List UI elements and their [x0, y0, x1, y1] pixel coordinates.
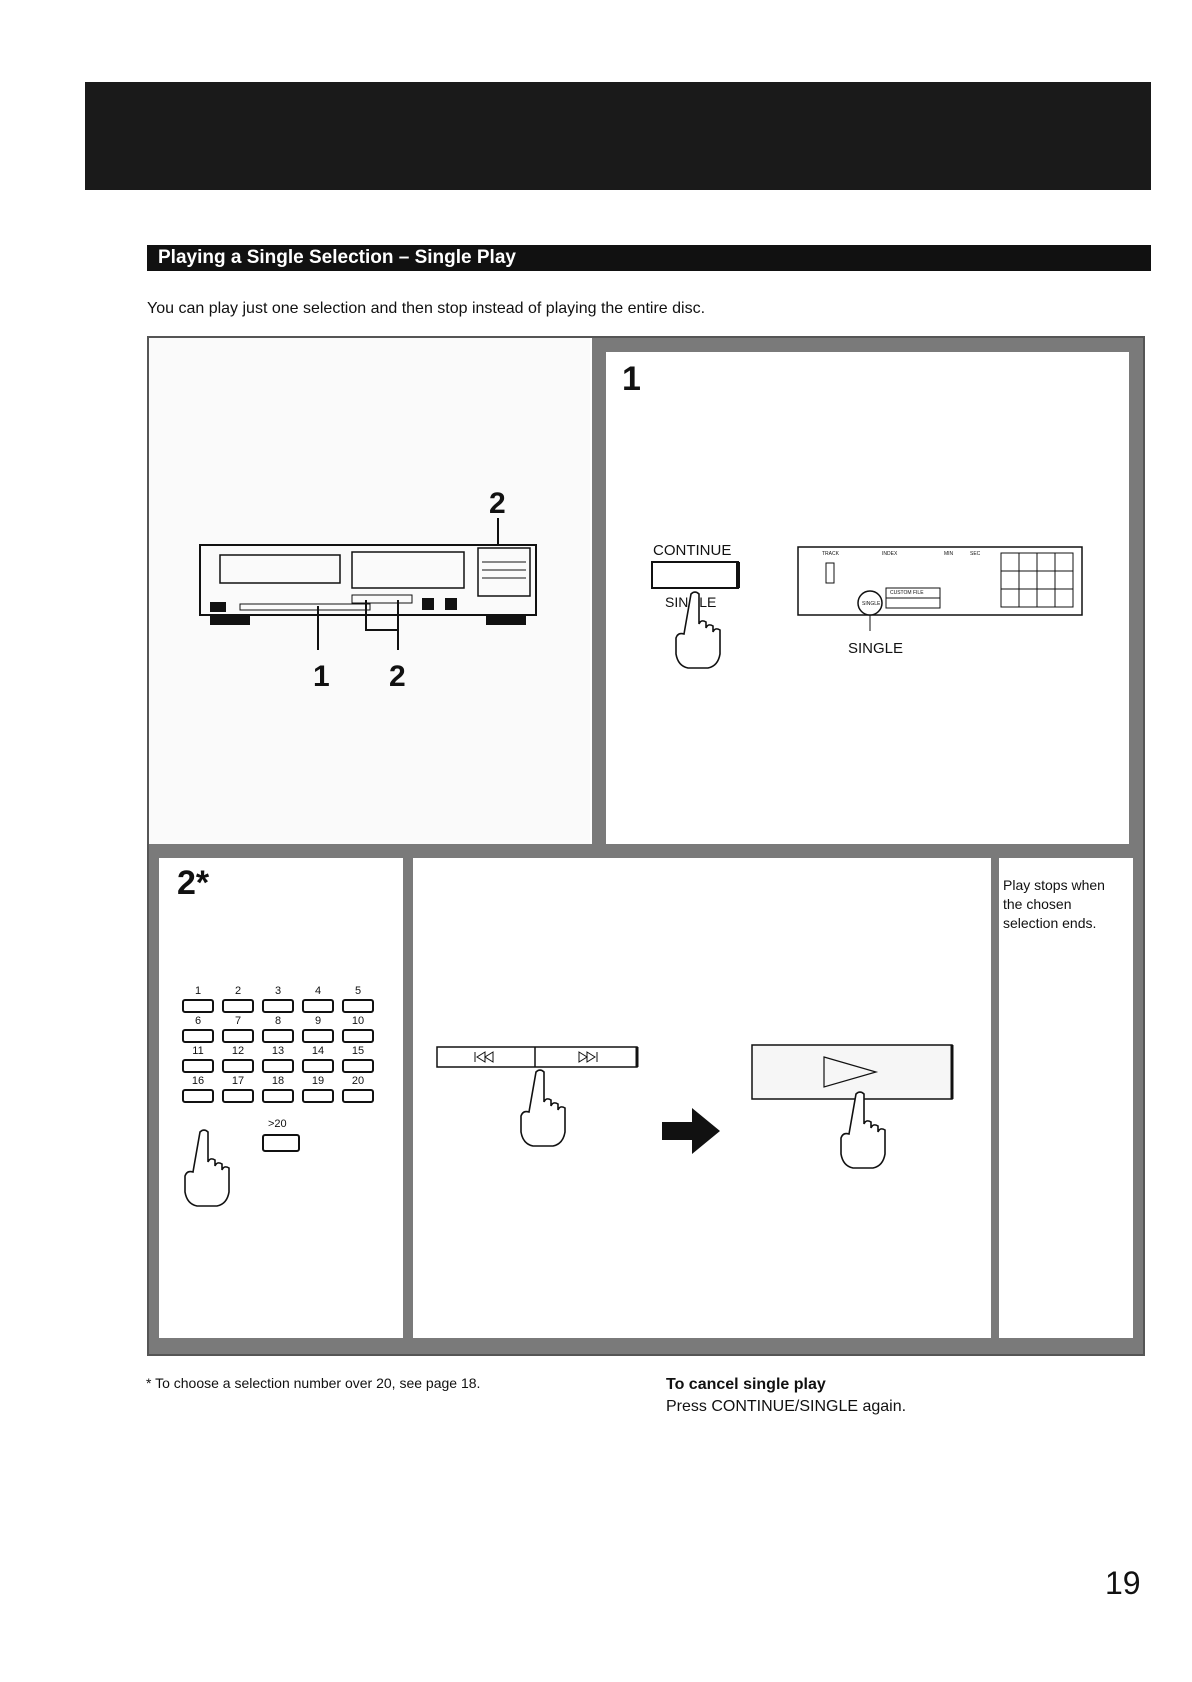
header-banner [85, 82, 1151, 190]
pointing-hand-icon [840, 1091, 886, 1169]
number-key [262, 1089, 294, 1103]
callout-2-bottom: 2 [389, 660, 406, 693]
key-label: 4 [314, 985, 322, 997]
number-key [262, 1029, 294, 1043]
number-key [182, 1059, 214, 1073]
number-key [302, 1029, 334, 1043]
pointing-hand-icon [675, 591, 721, 669]
number-key [182, 1029, 214, 1043]
skip-buttons [436, 1046, 639, 1068]
number-key [222, 1059, 254, 1073]
pointing-hand-icon [520, 1069, 566, 1147]
pointing-hand-icon [184, 1129, 230, 1207]
play-stops-note: Play stops when the chosen selection end… [1003, 877, 1105, 931]
over-20-key [262, 1134, 300, 1152]
number-key [302, 999, 334, 1013]
key-label: 12 [231, 1045, 245, 1057]
illustration-frame [147, 336, 1145, 1356]
number-key [262, 1059, 294, 1073]
number-key [222, 1029, 254, 1043]
intro-text: You can play just one selection and then… [147, 300, 706, 317]
display-label-sec: SEC [970, 551, 981, 557]
step2-panel [149, 844, 1143, 1354]
step2-number: 2* [177, 864, 210, 902]
key-label: 10 [351, 1015, 365, 1027]
number-key [302, 1089, 334, 1103]
over-20-label: >20 [268, 1118, 287, 1130]
display-label-track: TRACK [822, 551, 839, 557]
section-title: Playing a Single Selection – Single Play [158, 247, 516, 268]
continue-single-button [651, 561, 740, 589]
key-label: 5 [354, 985, 362, 997]
key-label: 19 [311, 1075, 325, 1087]
key-label: 14 [311, 1045, 325, 1057]
display-label-index: INDEX [882, 551, 898, 557]
key-label: 9 [314, 1015, 322, 1027]
continue-label: CONTINUE [653, 542, 732, 559]
key-label: 6 [194, 1015, 202, 1027]
cancel-heading: To cancel single play [666, 1376, 826, 1393]
key-label: 8 [274, 1015, 282, 1027]
key-label: 11 [192, 1045, 204, 1057]
key-label: 3 [274, 985, 282, 997]
callout-1: 1 [313, 660, 330, 693]
display-tag-single: SINGLE [862, 601, 881, 607]
key-label: 17 [231, 1075, 245, 1087]
cancel-text: Press CONTINUE/SINGLE again. [666, 1398, 907, 1415]
device-panel [149, 338, 590, 844]
key-label: 7 [234, 1015, 242, 1027]
number-key [342, 999, 374, 1013]
single-indicator-label: SINGLE [848, 640, 904, 657]
number-keypad: 1 2 3 4 5 6 7 8 9 10 11 12 13 14 15 16 1… [178, 985, 378, 1105]
footnote: * To choose a selection number over 20, … [146, 1375, 481, 1391]
display-label-min: MIN [944, 551, 954, 557]
key-label: 2 [234, 985, 242, 997]
number-key [342, 1059, 374, 1073]
key-label: 16 [191, 1075, 205, 1087]
play-button [751, 1044, 954, 1100]
number-key [182, 999, 214, 1013]
key-label: 18 [271, 1075, 285, 1087]
number-key [302, 1059, 334, 1073]
key-label: 15 [351, 1045, 365, 1057]
display-panel [797, 546, 1083, 631]
number-key [342, 1089, 374, 1103]
step1-number: 1 [622, 360, 641, 398]
number-key [342, 1029, 374, 1043]
key-label: 13 [271, 1045, 285, 1057]
page-number: 19 [1105, 1565, 1141, 1601]
key-label: 1 [194, 985, 202, 997]
display-tag-custom-file: CUSTOM FILE [890, 590, 924, 596]
callout-2-top: 2 [489, 487, 506, 520]
number-key [222, 1089, 254, 1103]
cd-player-illustration [199, 518, 537, 650]
number-key [222, 999, 254, 1013]
key-label: 20 [351, 1075, 365, 1087]
section-title-bar: Playing a Single Selection – Single Play [147, 245, 1151, 271]
arrow-right-icon [662, 1108, 720, 1154]
number-key [182, 1089, 214, 1103]
number-key [262, 999, 294, 1013]
